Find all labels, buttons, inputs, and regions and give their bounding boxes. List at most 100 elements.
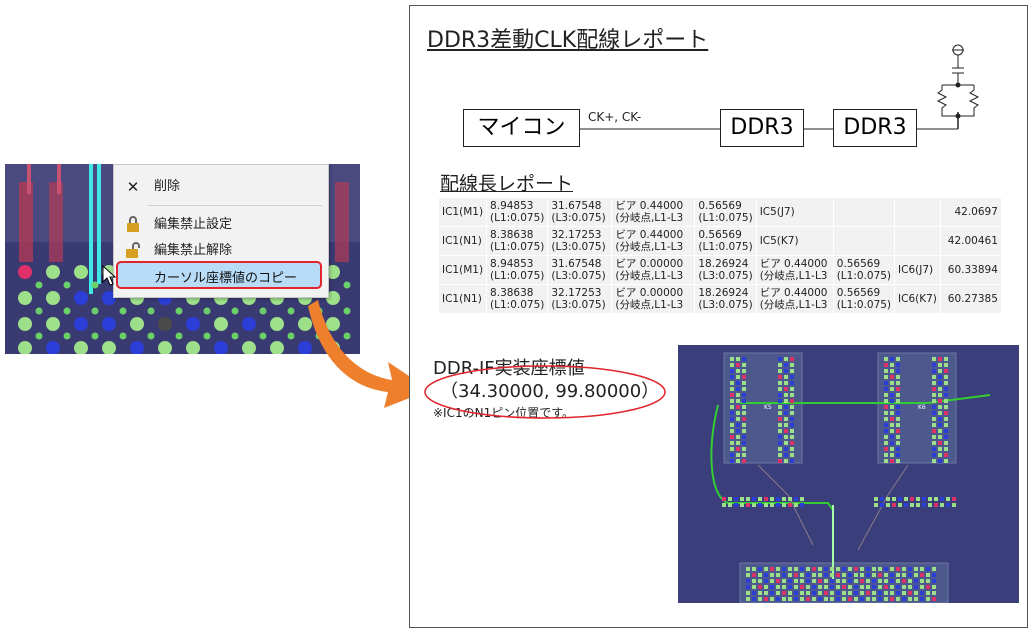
pcb-via	[63, 332, 71, 340]
pcb-pad	[830, 573, 834, 577]
table-cell: IC6(J7)	[894, 255, 941, 285]
pcb-pad	[800, 597, 804, 601]
pcb-pad	[742, 429, 746, 433]
pcb-via	[147, 332, 155, 340]
pcb-pad	[46, 341, 60, 354]
pcb-pad	[800, 585, 804, 589]
menu-item-lock[interactable]: 編集禁止設定	[114, 213, 326, 237]
pcb-pad	[932, 363, 936, 367]
pcb-pad	[326, 317, 340, 331]
pcb-pad	[782, 585, 786, 589]
pcb-pad	[784, 399, 788, 403]
pcb-pad	[902, 585, 906, 589]
pcb-pad	[818, 591, 822, 595]
pcb-pad	[790, 387, 794, 391]
pcb-pad	[860, 585, 864, 589]
pcb-pad	[790, 393, 794, 397]
pcb-pad	[890, 429, 894, 433]
pcb-pad	[824, 585, 828, 589]
pcb-pad	[102, 341, 116, 354]
pcb-pad	[890, 393, 894, 397]
pcb-pad	[186, 341, 200, 354]
table-cell: 60.27385	[939, 284, 1002, 314]
menu-item-copy-label: カーソル座標値のコピー	[154, 271, 298, 286]
menu-item-copy-cursor-coords[interactable]: カーソル座標値のコピー	[116, 261, 322, 289]
table-cell: 8.38638(L1:0.075)	[486, 284, 549, 314]
pcb-pad	[932, 459, 936, 463]
pcb-pad	[736, 453, 740, 457]
pcb-pad	[938, 411, 942, 415]
pcb-pad	[764, 585, 768, 589]
pcb-pad	[884, 411, 888, 415]
close-icon: ✕	[126, 178, 140, 196]
pcb-pad	[270, 341, 284, 354]
pcb-pad	[890, 363, 894, 367]
pcb-pad	[784, 357, 788, 361]
pcb-pad	[932, 585, 936, 589]
pcb-pad	[742, 441, 746, 445]
pcb-pad	[736, 369, 740, 373]
menu-separator	[148, 205, 322, 206]
pcb-pad	[866, 591, 870, 595]
pcb-pad	[790, 453, 794, 457]
pcb-pad	[902, 573, 906, 577]
pcb-pad	[884, 453, 888, 457]
menu-item-delete-label: 削除	[154, 179, 181, 194]
pcb-pad	[730, 357, 734, 361]
pcb-pad	[730, 453, 734, 457]
pcb-pad	[938, 447, 942, 451]
pcb-pad	[842, 579, 846, 583]
pcb-pad	[932, 405, 936, 409]
pcb-pad	[926, 573, 930, 577]
pcb-pad	[926, 597, 930, 601]
pcb-pad	[920, 585, 924, 589]
menu-item-unlock[interactable]: 編集禁止解除	[114, 239, 326, 263]
pcb-pad	[932, 447, 936, 451]
pcb-pad	[770, 497, 774, 501]
pcb-pad	[902, 567, 906, 571]
pcb-pad	[758, 503, 762, 507]
pcb-pad	[784, 369, 788, 373]
pcb-pad	[158, 317, 172, 331]
pcb-pad	[812, 597, 816, 601]
pcb-pad	[782, 567, 786, 571]
pcb-pad	[884, 357, 888, 361]
pcb-pad	[896, 363, 900, 367]
pcb-via	[287, 307, 295, 315]
pcb-pad	[794, 579, 798, 583]
pcb-pad	[784, 405, 788, 409]
pcb-via	[91, 307, 99, 315]
pcb-pad	[778, 405, 782, 409]
table-cell: 60.33894	[939, 255, 1002, 285]
pcb-pad	[812, 585, 816, 589]
pcb-via	[231, 307, 239, 315]
table-cell: 8.94853(L1:0.075)	[486, 255, 549, 285]
pcb-pad	[746, 573, 750, 577]
pcb-pad	[784, 447, 788, 451]
pcb-pad	[896, 387, 900, 391]
pcb-pad	[944, 441, 948, 445]
pcb-pad	[742, 411, 746, 415]
pcb-pad	[74, 265, 88, 279]
pcb-pad	[860, 573, 864, 577]
table-cell: 8.94853(L1:0.075)	[486, 197, 549, 227]
menu-item-delete[interactable]: ✕ 削除	[114, 175, 326, 199]
pcb-pad	[784, 441, 788, 445]
pcb-pad	[944, 417, 948, 421]
pcb-pad	[770, 579, 774, 583]
pcb-k6-label: K6	[918, 404, 926, 411]
table-cell: 31.67548(L3:0.075)	[547, 255, 613, 285]
table-row: IC1(M1)8.94853(L1:0.075)31.67548(L3:0.07…	[437, 255, 1002, 285]
table-cell: 42.0697	[939, 197, 1002, 227]
table-row: IC1(M1)8.94853(L1:0.075)31.67548(L3:0.07…	[437, 197, 1002, 227]
pcb-pad	[782, 579, 786, 583]
pcb-pad	[902, 597, 906, 601]
pcb-pad	[880, 497, 884, 501]
pcb-pad	[922, 503, 926, 507]
pcb-pad	[214, 341, 228, 354]
pcb-pad	[742, 405, 746, 409]
pcb-pad	[872, 597, 876, 601]
pcb-pad	[736, 435, 740, 439]
pcb-pad	[854, 597, 858, 601]
pcb-via	[147, 307, 155, 315]
